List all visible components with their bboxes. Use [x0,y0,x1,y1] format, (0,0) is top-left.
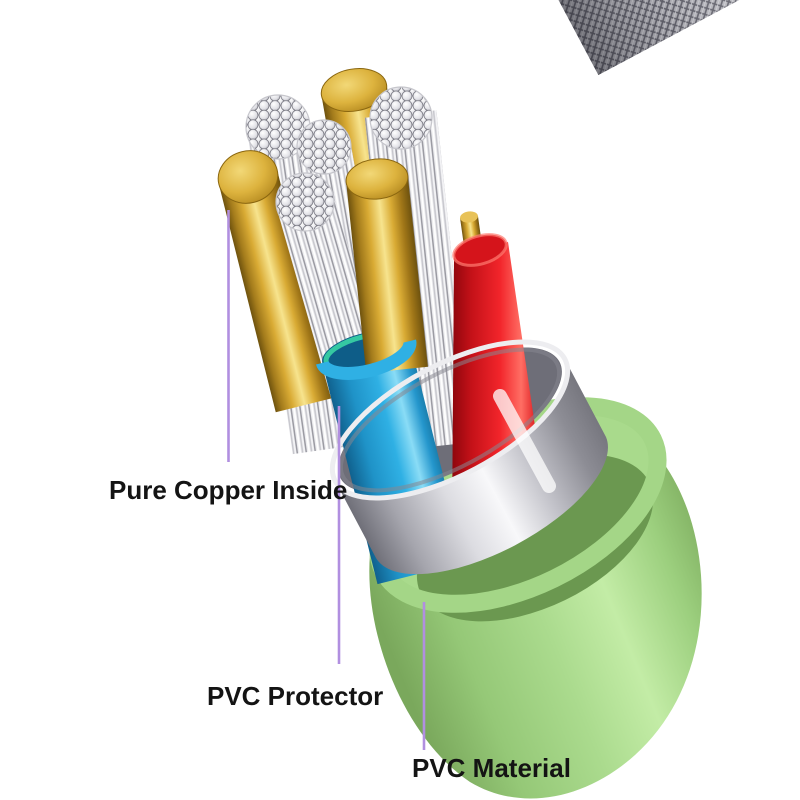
collar-rim [329,339,571,501]
copper-cap [217,150,279,204]
copper-cap [345,158,409,200]
knurled-shield [534,0,800,75]
label-pvc-protector: PVC Protector [207,681,384,711]
metal-shield-collar [329,339,608,575]
callout-lines [227,210,426,750]
copper-wire-center [345,158,428,374]
blue-wire-front-lip [315,339,417,380]
copper-strand-tip [460,211,478,223]
copper-cap [320,68,388,112]
copper-wire-left [217,150,334,413]
label-pure-copper-inside: Pure Copper Inside [109,475,348,505]
label-pvc-material: PVC Material [412,753,571,783]
wire-bundle [217,68,548,585]
